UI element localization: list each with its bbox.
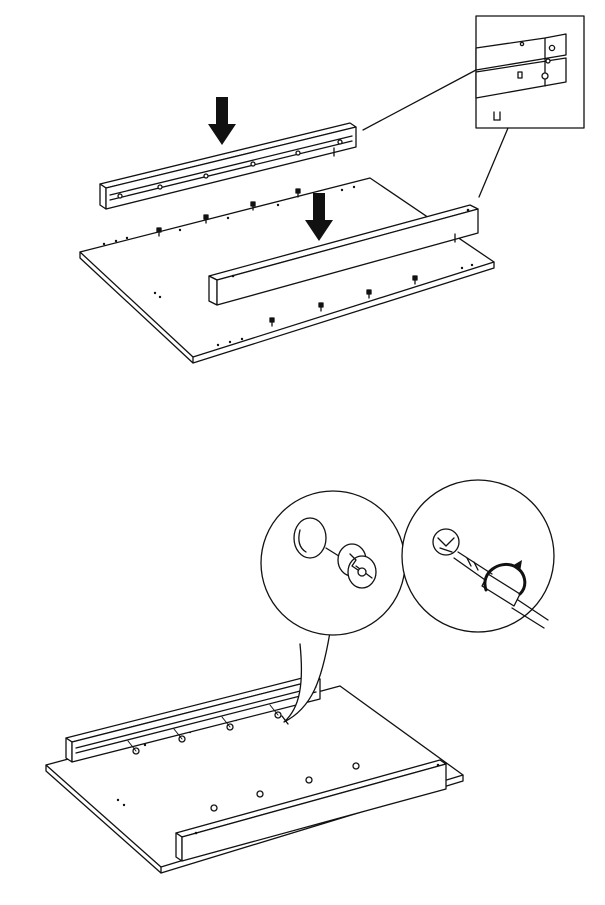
cam-lock-detail-bubble xyxy=(260,490,406,725)
rotate-clockwise-icon xyxy=(483,560,527,596)
down-arrow-icon xyxy=(305,193,333,241)
step4-back-rail xyxy=(65,674,321,763)
cam-lock-icon xyxy=(432,528,460,556)
cam-bolts-back-row xyxy=(156,188,301,237)
screwdriver-detail-bubble xyxy=(401,479,555,633)
cam-lock-icon xyxy=(337,543,377,589)
step4-scene xyxy=(45,479,555,874)
step3-back-rail xyxy=(99,122,357,210)
step3-scene xyxy=(79,15,585,364)
step3-front-rail xyxy=(208,204,479,306)
step4-front-rail xyxy=(175,759,447,862)
cam-locks-front-row xyxy=(210,762,360,812)
cam-bolts-front-row xyxy=(269,275,418,327)
down-arrow-icon xyxy=(208,97,236,145)
screwdriver-icon xyxy=(453,551,549,629)
step3-detail-callout xyxy=(362,15,585,198)
